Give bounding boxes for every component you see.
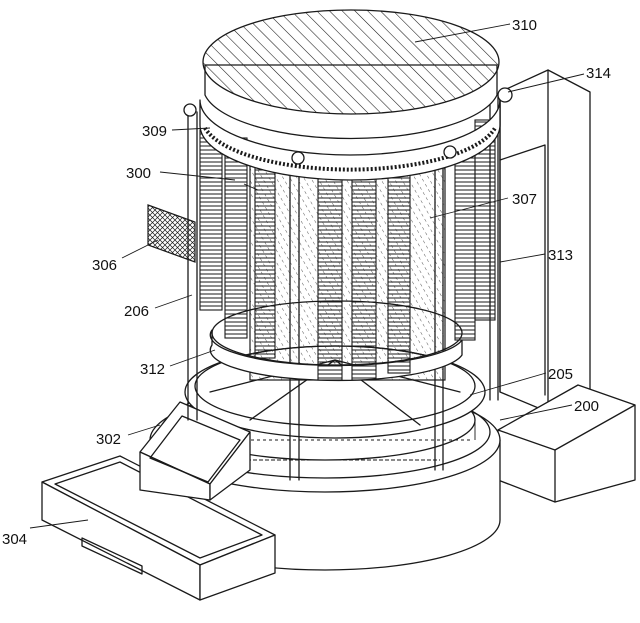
label-313: 313 — [548, 247, 573, 264]
side-frame — [499, 69, 591, 421]
gear-ring — [183, 87, 513, 181]
label-314: 314 — [586, 65, 611, 82]
label-200: 200 — [574, 398, 599, 415]
drawer — [41, 455, 276, 601]
label-310: 310 — [512, 17, 537, 34]
top-cover — [202, 9, 500, 140]
label-302: 302 — [96, 431, 121, 448]
label-312: 312 — [140, 361, 165, 378]
central-cylinder — [249, 159, 446, 381]
label-300: 300 — [126, 165, 151, 182]
label-205: 205 — [548, 366, 573, 383]
label-306: 306 — [92, 257, 117, 274]
label-309: 309 — [142, 123, 167, 140]
blade-panels — [199, 119, 496, 381]
chute — [139, 401, 251, 501]
label-304: 304 — [2, 531, 27, 548]
motor-box — [497, 384, 636, 503]
leader-lines — [29, 23, 585, 529]
label-307: 307 — [512, 191, 537, 208]
label-206: 206 — [124, 303, 149, 320]
reference-labels: 310 314 309 300 307 306 313 206 312 205 … — [2, 17, 611, 548]
mesh-filter — [147, 204, 196, 263]
